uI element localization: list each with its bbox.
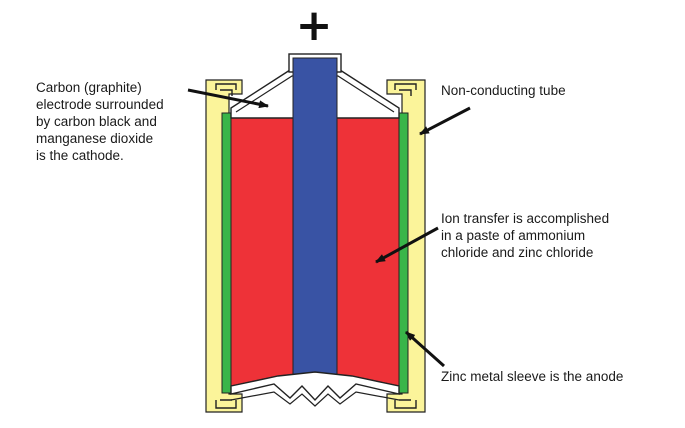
tube-arrow (419, 106, 471, 136)
positive-terminal-symbol: + (295, 0, 333, 51)
bottom-left-crimp (215, 399, 237, 409)
top-right-crimp (394, 83, 417, 96)
anode-label: Zinc metal sleeve is the anode (441, 369, 624, 384)
bottom-seal-lower (230, 391, 400, 407)
ion-transfer-arrow (375, 226, 439, 264)
carbon-rod (292, 57, 338, 381)
bottom-seal (230, 371, 400, 402)
bottom-right-crimp (394, 399, 417, 409)
zinc-sleeve-right (398, 112, 409, 394)
anode-arrow (404, 330, 446, 368)
cathode-arrow (187, 88, 269, 109)
ion-transfer-label: Ion transfer is accomplished in a paste … (441, 211, 610, 260)
cathode-label: Carbon (graphite) electrode surrounded b… (36, 80, 164, 163)
top-left-crimp (215, 83, 237, 96)
non-conducting-tube-label: Non-conducting tube (441, 83, 566, 98)
